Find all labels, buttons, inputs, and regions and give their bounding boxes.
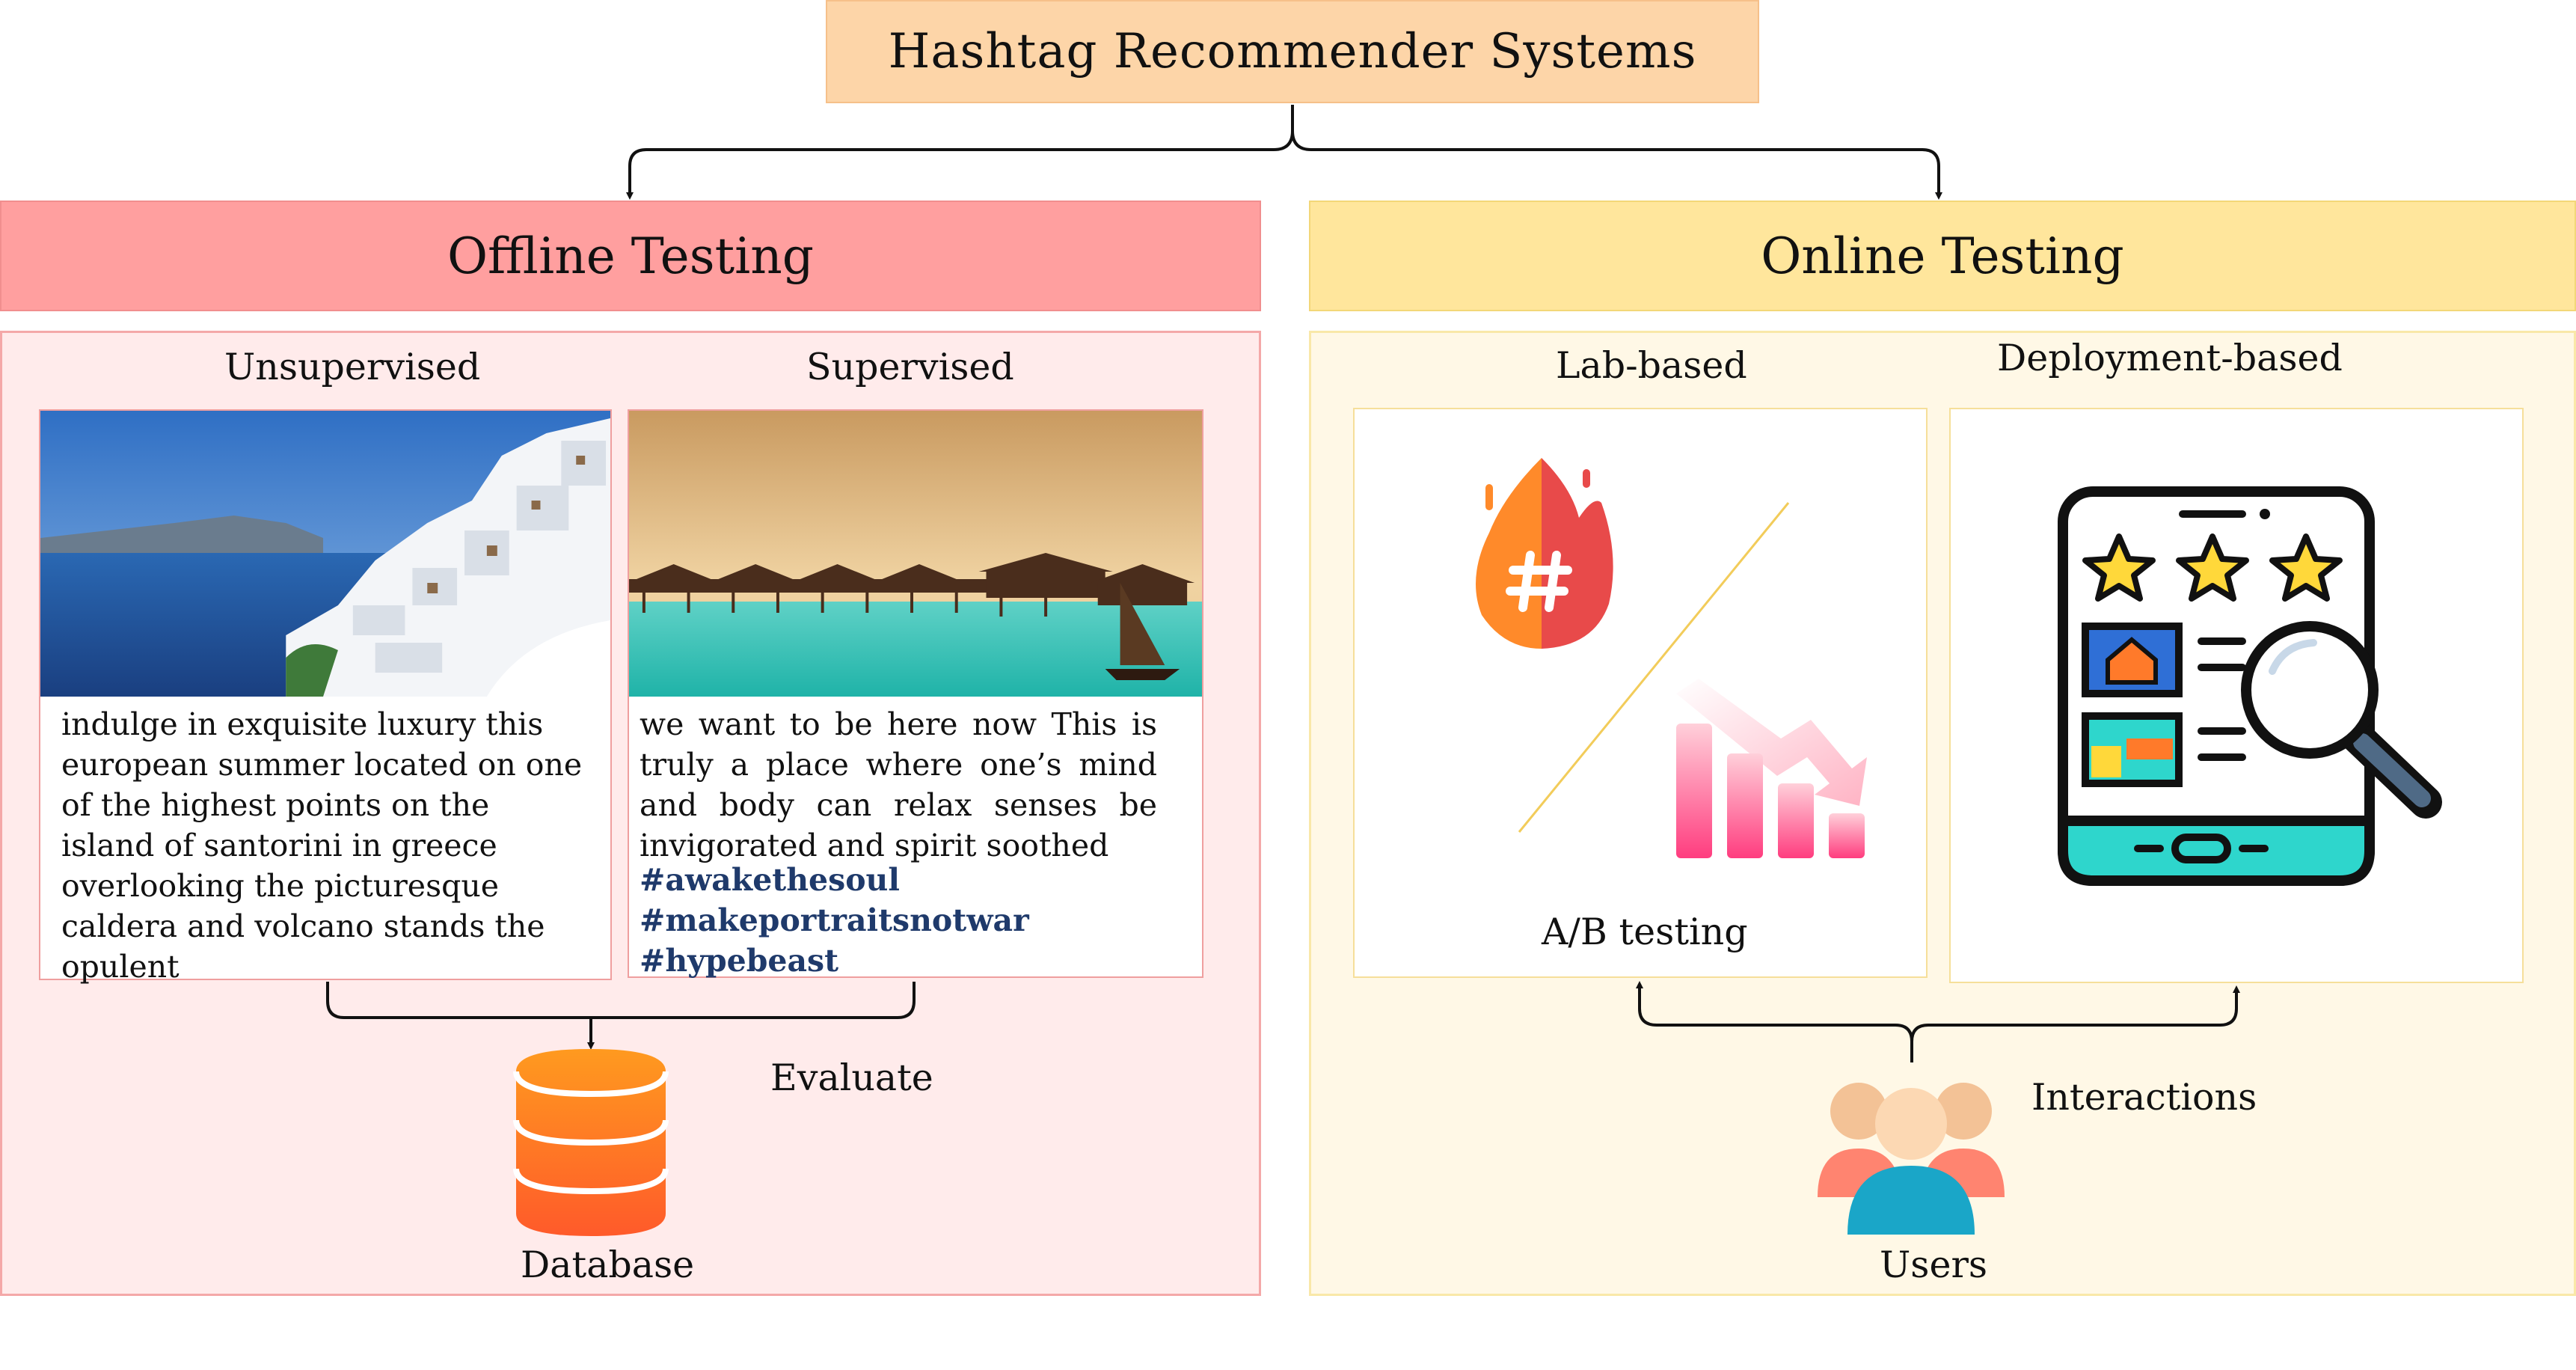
maldives-photo <box>629 411 1202 697</box>
supervised-caption: we want to be here now This is truly a p… <box>640 706 1157 863</box>
diagram-title: Hashtag Recommender Systems <box>888 24 1697 79</box>
evaluate-label: Evaluate <box>770 1056 933 1099</box>
online-testing-header: Online Testing <box>1309 201 2576 311</box>
hashtag-item: #makeportraitsnotwar <box>640 902 1029 938</box>
santorini-photo <box>40 411 610 697</box>
database-label: Database <box>521 1244 695 1286</box>
unsupervised-example-card: indulge in exquisite luxury this europea… <box>39 409 612 985</box>
supervised-example-card: we want to be here now This is truly a p… <box>628 409 1203 981</box>
connector-users-to-cards <box>1636 981 1913 1062</box>
deployment-based-label: Deployment-based <box>1997 337 2343 379</box>
connector-users-to-deployment <box>1910 985 2240 1042</box>
lab-based-label: Lab-based <box>1556 344 1747 387</box>
interactions-label: Interactions <box>2031 1076 2257 1119</box>
divider-line <box>1518 502 1790 833</box>
title-box: Hashtag Recommender Systems <box>826 0 1759 103</box>
unsupervised-caption: indulge in exquisite luxury this europea… <box>61 706 583 985</box>
offline-testing-title: Offline Testing <box>447 227 814 285</box>
offline-testing-header: Offline Testing <box>0 201 1261 311</box>
online-testing-title: Online Testing <box>1761 227 2124 285</box>
lab-based-card: A/B testing <box>1353 408 1928 978</box>
hashtag-flame-icon <box>1459 450 1624 652</box>
ab-testing-label: A/B testing <box>1542 911 1748 953</box>
connector-title-to-branches <box>626 105 1294 200</box>
database-icon <box>512 1049 669 1236</box>
supervised-label: Supervised <box>806 346 1014 388</box>
hashtag-item: #hypebeast <box>640 943 839 979</box>
connector-title-to-online <box>1291 130 1942 200</box>
tablet-review-search-icon <box>2055 484 2452 888</box>
hashtag-list: #awakethesoul #makeportraitsnotwar #hype… <box>640 860 1029 981</box>
bracket-cards-to-database <box>326 982 916 1019</box>
users-label: Users <box>1880 1244 1988 1286</box>
deployment-based-card <box>1949 408 2524 983</box>
declining-bar-chart-icon <box>1669 671 1871 858</box>
hashtag-item: #awakethesoul <box>640 862 900 898</box>
unsupervised-label: Unsupervised <box>224 346 481 388</box>
users-group-icon <box>1818 1077 2005 1235</box>
